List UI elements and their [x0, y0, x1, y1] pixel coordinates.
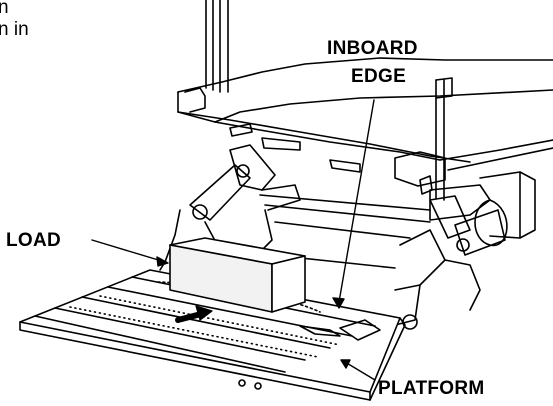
load-box: [169, 237, 306, 313]
right-linkage: [394, 195, 506, 330]
load-label: LOAD: [6, 230, 62, 251]
motion-arrow: [175, 305, 213, 323]
inboard-label-line2: EDGE: [351, 66, 407, 87]
caption-fragment-2: n in: [0, 19, 29, 40]
upper-frame: [177, 57, 553, 195]
caption-fragment-1: n: [0, 0, 9, 18]
inboard-label-line1: INBOARD: [327, 38, 418, 59]
platform-label: PLATFORM: [378, 378, 485, 399]
leader-lines: [91, 99, 376, 381]
